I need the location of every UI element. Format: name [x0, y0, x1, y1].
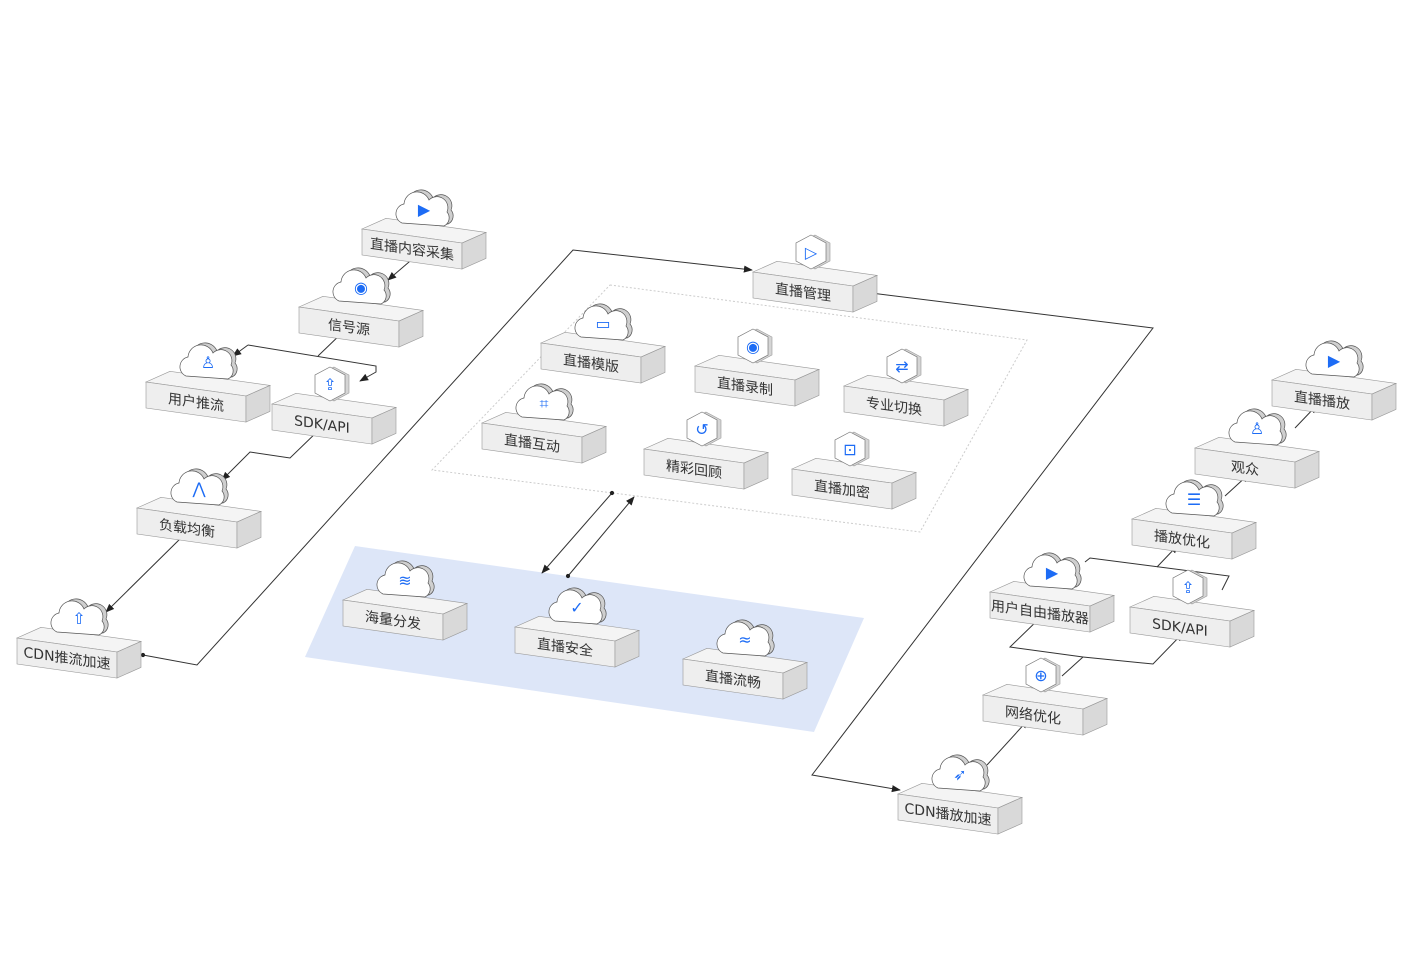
node-label: 网络优化 — [1005, 704, 1061, 728]
node-slab: 直播模版 — [539, 332, 667, 384]
user-icon: ♙ — [179, 342, 238, 380]
node-cdn-push[interactable]: CDN推流加速⇧ — [15, 598, 143, 682]
node-slab: 网络优化 — [981, 684, 1109, 736]
cloud-upload-icon: ⇧ — [50, 598, 109, 636]
svg-text:◉: ◉ — [354, 278, 368, 297]
svg-text:▶: ▶ — [418, 200, 431, 219]
svg-text:▭: ▭ — [595, 314, 610, 333]
node-security[interactable]: 直播安全✓ — [513, 587, 641, 671]
node-slab: 播放优化 — [1130, 508, 1258, 560]
node-play-optimize[interactable]: 播放优化 ☰ — [1130, 479, 1258, 563]
node-playback[interactable]: 直播播放▶ — [1270, 340, 1398, 424]
svg-text:⊕: ⊕ — [1034, 666, 1047, 685]
node-review[interactable]: 精彩回顾 ↺ — [642, 411, 770, 492]
svg-text:▶: ▶ — [1328, 351, 1341, 370]
svg-text:⇪: ⇪ — [323, 375, 336, 394]
node-capture[interactable]: 直播内容采集▶ — [360, 189, 488, 273]
node-label: 海量分发 — [365, 609, 421, 633]
node-slab: 直播加密 — [790, 458, 918, 510]
svg-text:◉: ◉ — [746, 337, 760, 356]
node-label: SDK/API — [294, 413, 350, 437]
video-camera-icon: ▶ — [1305, 340, 1364, 378]
node-sdk-left[interactable]: SDK/API ⇪ — [270, 366, 398, 447]
svg-text:⇄: ⇄ — [895, 357, 908, 376]
svg-text:⇪: ⇪ — [1181, 578, 1194, 597]
node-template[interactable]: 直播模版▭ — [539, 303, 667, 387]
node-slab: 直播录制 — [693, 355, 821, 407]
svg-text:⊡: ⊡ — [843, 440, 856, 459]
node-label: SDK/API — [1152, 616, 1208, 640]
svg-text:♙: ♙ — [201, 353, 215, 372]
tv-icon: ▭ — [574, 303, 633, 341]
node-distribute[interactable]: 海量分发 ≋ — [341, 560, 469, 644]
node-slab: 直播互动 — [480, 412, 608, 464]
video-camera-icon: ▶ — [395, 189, 454, 227]
svg-text:⇧: ⇧ — [72, 609, 85, 628]
scan-icon: ⌗ — [515, 383, 574, 421]
svg-text:➶: ➶ — [953, 765, 966, 784]
node-interact[interactable]: 直播互动⌗ — [480, 383, 608, 467]
svg-text:☰: ☰ — [1187, 490, 1201, 509]
node-player[interactable]: 用户自由播放器▶ — [988, 552, 1116, 636]
svg-text:✓: ✓ — [570, 598, 583, 617]
node-label: 精彩回顾 — [666, 458, 722, 482]
shield-icon: ✓ — [548, 587, 607, 625]
node-slab: 直播安全 — [513, 616, 641, 668]
sliders-icon: ☰ — [1165, 479, 1224, 517]
node-label: 观众 — [1231, 459, 1259, 479]
node-encrypt[interactable]: 直播加密⊡ — [790, 431, 918, 512]
node-slab: 海量分发 — [341, 589, 469, 641]
svg-text:↺: ↺ — [695, 420, 708, 439]
svg-text:⋀: ⋀ — [191, 479, 206, 498]
lock-icon: ⊡ — [834, 431, 870, 467]
node-record[interactable]: 直播录制◉ — [693, 328, 821, 409]
network-nodes-icon: ⋀ — [170, 468, 229, 506]
switch-arrows-icon: ⇄ — [886, 348, 922, 384]
svg-text:♙: ♙ — [1250, 419, 1264, 438]
screen-play-icon: ▷ — [795, 234, 831, 270]
antenna-icon: ◉ — [332, 267, 391, 305]
svg-text:≋: ≋ — [398, 571, 411, 590]
node-slab: 观众 — [1193, 437, 1321, 489]
svg-text:⌗: ⌗ — [539, 394, 548, 413]
svg-text:▷: ▷ — [805, 243, 818, 262]
node-label: 播放优化 — [1154, 528, 1210, 552]
node-slab: SDK/API — [1128, 596, 1256, 648]
node-slab: 直播管理 — [751, 261, 879, 313]
node-smooth[interactable]: 直播流畅≈ — [681, 619, 809, 703]
history-icon: ↺ — [686, 411, 722, 447]
node-net-optimize[interactable]: 网络优化 ⊕ — [981, 657, 1109, 738]
record-icon: ◉ — [737, 328, 773, 364]
node-switch[interactable]: 专业切换⇄ — [842, 348, 970, 429]
node-slab: 直播流畅 — [681, 648, 809, 700]
node-signal[interactable]: 信号源 ◉ — [297, 267, 425, 351]
waves-icon: ≈ — [716, 619, 775, 657]
node-slab: 直播播放 — [1270, 369, 1398, 421]
sdk-icon: ⇪ — [314, 366, 350, 402]
node-slab: 信号源 — [297, 296, 425, 348]
node-sdk-right[interactable]: SDK/API ⇪ — [1128, 569, 1256, 650]
node-label: 负载均衡 — [159, 517, 215, 541]
node-slab: 专业切换 — [842, 375, 970, 427]
node-cdn-play[interactable]: CDN播放加速➶ — [896, 754, 1024, 838]
sdk-icon: ⇪ — [1172, 569, 1208, 605]
node-user-push[interactable]: 用户推流♙ — [144, 342, 272, 426]
node-label: 信号源 — [328, 317, 370, 339]
node-slab: 用户推流 — [144, 371, 272, 423]
node-audience[interactable]: 观众 ♙ — [1193, 408, 1321, 492]
node-slab: 直播内容采集 — [360, 218, 488, 270]
node-slab: 精彩回顾 — [642, 438, 770, 490]
layers-icon: ≋ — [376, 560, 435, 598]
play-icon: ▶ — [1023, 552, 1082, 590]
svg-text:≈: ≈ — [738, 630, 751, 649]
node-slab: SDK/API — [270, 393, 398, 445]
user-icon: ♙ — [1228, 408, 1287, 446]
node-slab: 负载均衡 — [135, 497, 263, 549]
node-live-manage[interactable]: 直播管理▷ — [751, 234, 879, 315]
globe-icon: ⊕ — [1025, 657, 1061, 693]
node-load-balance[interactable]: 负载均衡 ⋀ — [135, 468, 263, 552]
svg-text:▶: ▶ — [1046, 563, 1059, 582]
node-slab: 用户自由播放器 — [988, 581, 1116, 633]
rocket-icon: ➶ — [931, 754, 990, 792]
